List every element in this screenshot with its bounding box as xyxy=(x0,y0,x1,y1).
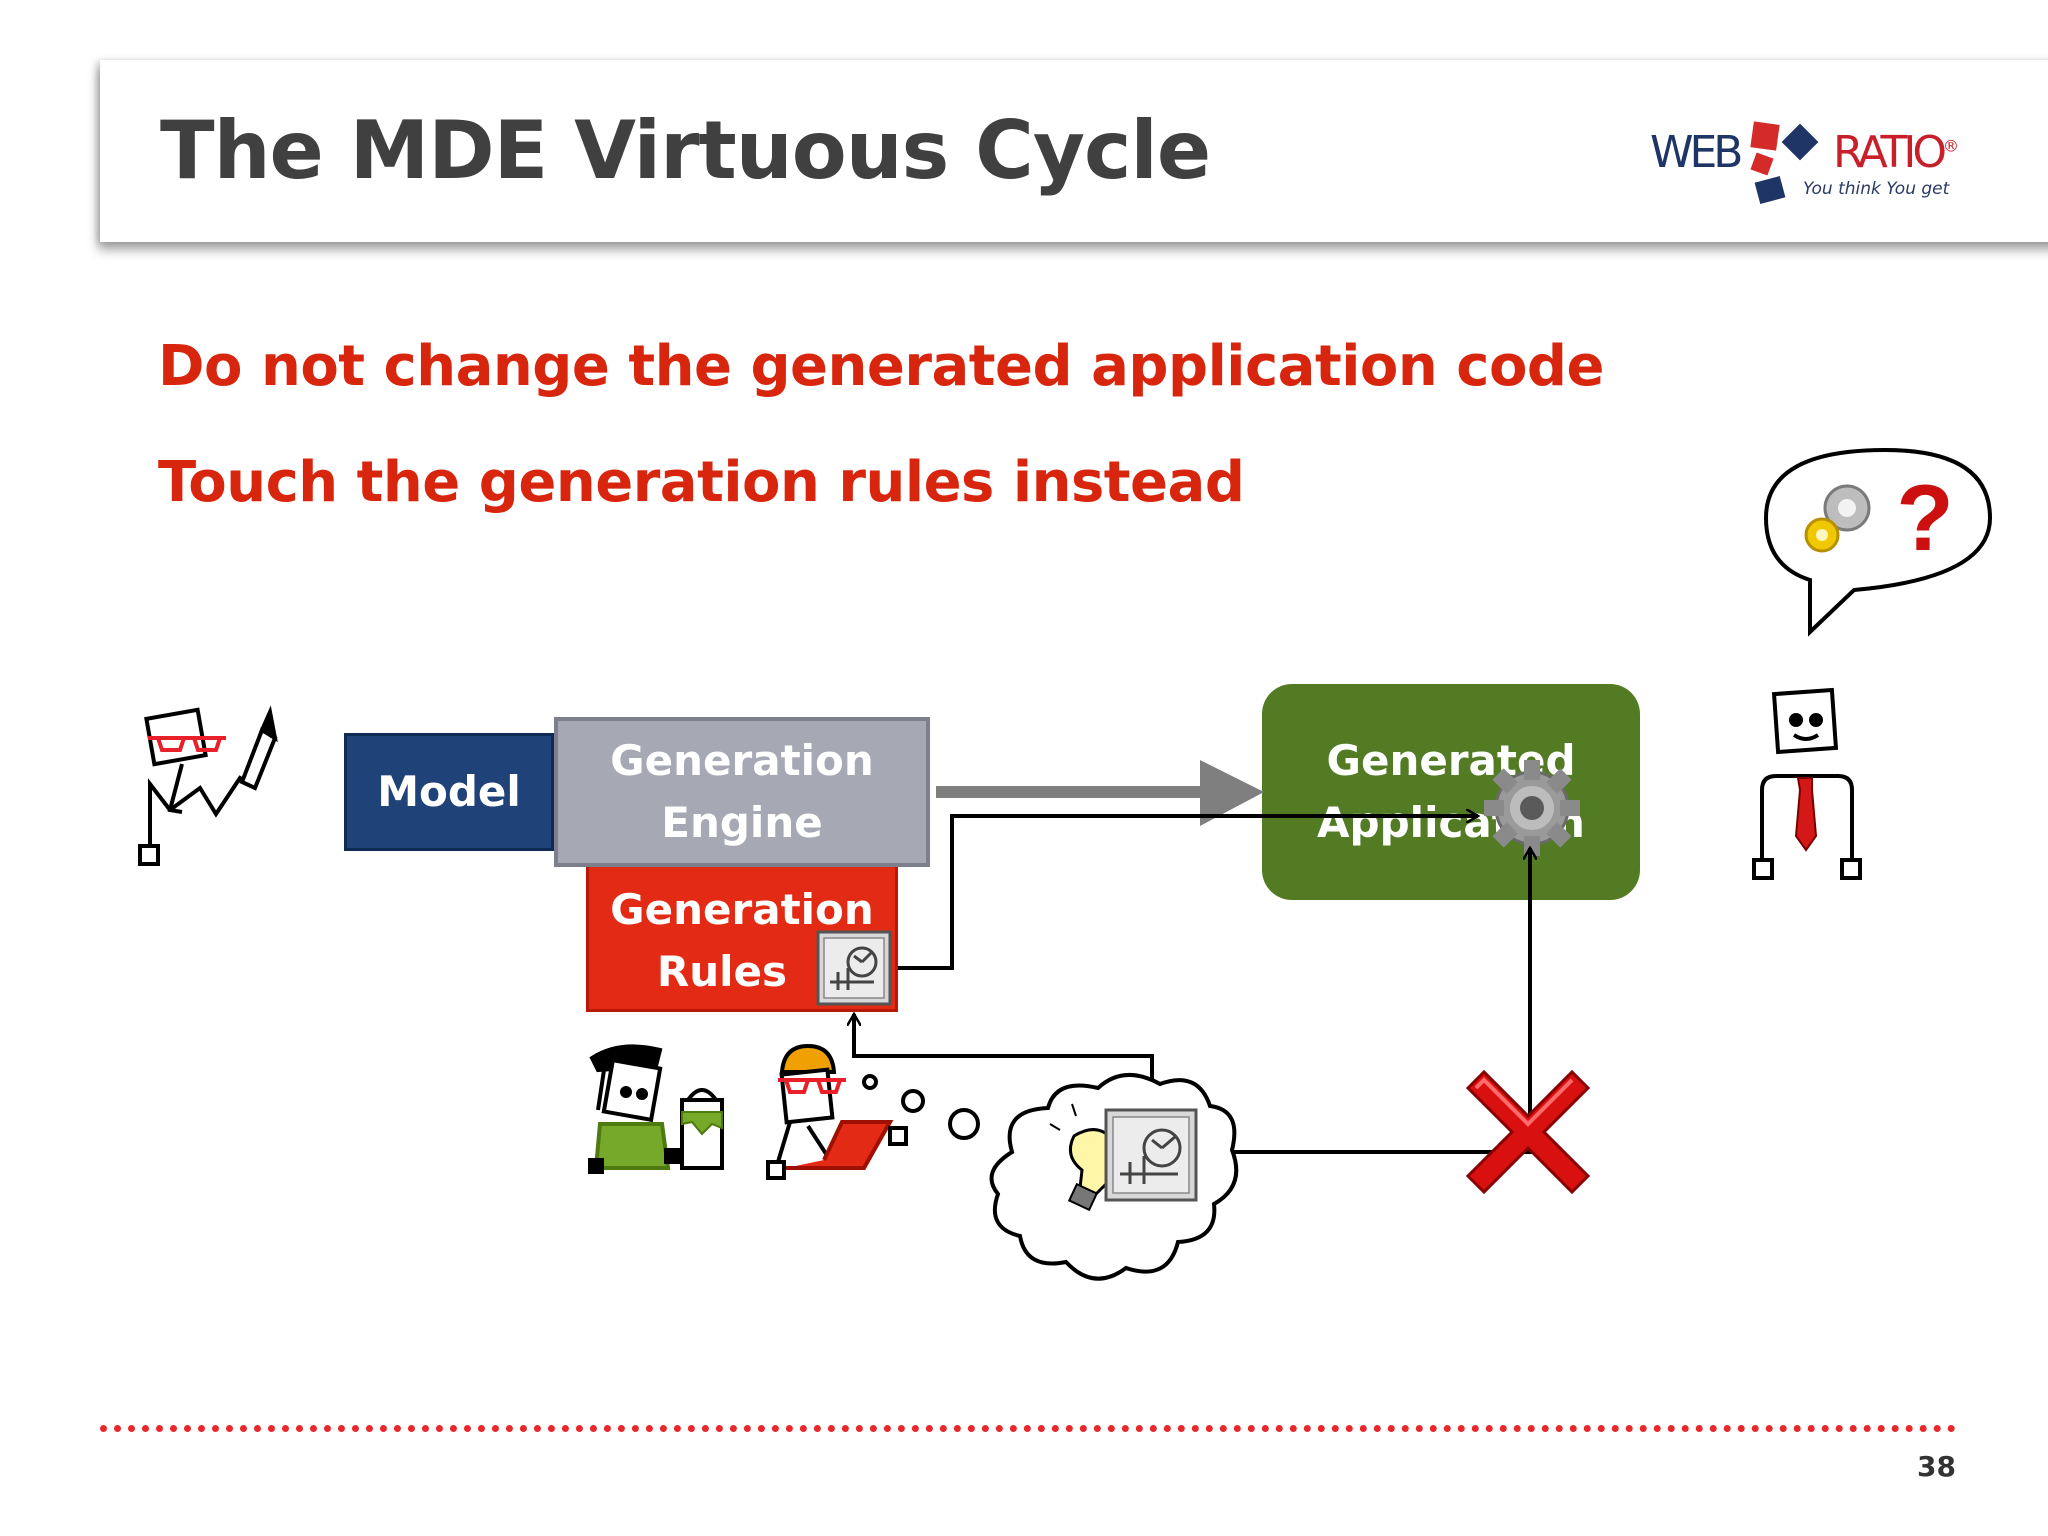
slide-title: The MDE Virtuous Cycle xyxy=(160,104,1211,197)
logo-registered-mark: ® xyxy=(1942,136,1959,156)
user-figure-icon xyxy=(1752,687,1862,880)
subheading-1: Do not change the generated application … xyxy=(158,334,1604,399)
logo-square-blue xyxy=(1781,123,1819,161)
developer-figure-icon xyxy=(766,1043,908,1180)
app-label-line-2: Application xyxy=(1317,798,1585,847)
engine-to-app-arrow xyxy=(936,760,1264,826)
model-label: Model xyxy=(377,767,521,816)
engine-label-line-2: Engine xyxy=(661,798,823,847)
designer-figure-icon xyxy=(588,1044,724,1174)
logo-square-blue-small xyxy=(1754,176,1786,204)
speech-bubble: ? xyxy=(1763,447,1993,637)
rules-label-line-2: Rules xyxy=(656,947,788,996)
lightbulb-icon xyxy=(1049,1103,1135,1212)
machine-icon-cloud xyxy=(1104,1108,1198,1202)
logo-left-word: WEB xyxy=(1650,127,1743,178)
thought-to-rules-arrow xyxy=(854,1014,1154,1094)
generation-rules-box: Generation Rules xyxy=(586,864,898,1012)
logo-square-red-small xyxy=(1750,152,1774,176)
generated-application-box: Generated Application xyxy=(1262,684,1640,900)
logo-square-red xyxy=(1750,121,1780,151)
page-number: 38 xyxy=(1917,1450,1956,1483)
rules-label-line-1: Generation xyxy=(610,885,874,934)
generation-engine-box: Generation Engine xyxy=(554,717,930,867)
model-box: Model xyxy=(344,733,554,851)
webratio-logo: WEB RATIO® You think You get xyxy=(1645,115,1965,215)
thought-trail xyxy=(862,1074,980,1140)
app-label-line-1: Generated xyxy=(1326,736,1576,785)
gears-icon xyxy=(1804,484,1871,553)
engine-label-line-1: Generation xyxy=(610,736,874,785)
modeler-figure-icon xyxy=(138,705,278,866)
question-mark: ? xyxy=(1896,465,1953,570)
red-x-icon xyxy=(1465,1069,1591,1195)
footer-divider xyxy=(100,1425,1956,1432)
thought-cloud xyxy=(989,1072,1239,1281)
title-bar xyxy=(100,60,2048,242)
logo-tagline: You think You get xyxy=(1803,179,1950,199)
logo-right-word: RATIO® xyxy=(1833,127,1959,178)
logo-ratio-text: RATIO xyxy=(1833,127,1947,178)
subheading-2: Touch the generation rules instead xyxy=(158,450,1245,515)
